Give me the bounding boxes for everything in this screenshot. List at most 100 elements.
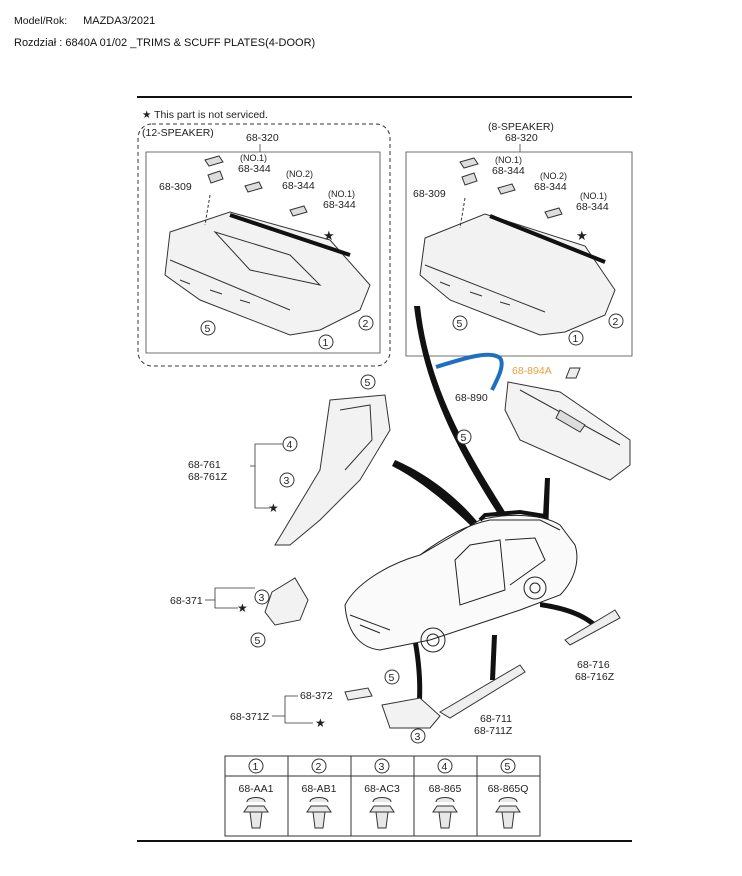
left-panel-title: (12-SPEAKER) xyxy=(142,127,214,139)
left-no2: (NO.2) xyxy=(286,169,313,179)
part-371-label: 68-371 xyxy=(170,595,203,607)
part-894a-icon xyxy=(565,367,581,379)
clip-number-circle xyxy=(311,758,327,774)
right-no2: (NO.2) xyxy=(540,171,567,181)
scuff-716-drawing xyxy=(564,609,621,646)
right-circle-5: 5 xyxy=(452,315,468,331)
clip-part-number: 68-AC3 xyxy=(364,783,400,795)
svg-text:3: 3 xyxy=(259,592,265,604)
left-star: ★ xyxy=(323,228,335,243)
trunk-circle-5: 5 xyxy=(456,429,472,445)
clip-icon xyxy=(306,797,332,829)
left-circle-5: 5 xyxy=(200,320,216,336)
section-row: Rozdział : 6840A 01/02 _TRIMS & SCUFF PL… xyxy=(14,37,315,49)
right-panel-part: 68-320 xyxy=(505,132,538,144)
svg-text:5: 5 xyxy=(461,432,467,444)
trunk-trim-drawing xyxy=(504,381,631,481)
left-no1-b: (NO.1) xyxy=(328,189,355,199)
svg-text:2: 2 xyxy=(363,318,369,330)
part-761-label: 68-761 xyxy=(188,459,221,471)
clip-cell: 2 68-AB1 xyxy=(301,758,337,829)
circle-3-371z: 3 xyxy=(410,728,426,744)
clip-part-number: 68-AA1 xyxy=(238,783,273,795)
left-panel-frame xyxy=(145,144,381,354)
clip-icon xyxy=(432,797,458,829)
part-711-label: 68-711 xyxy=(480,713,512,725)
clip-number: 3 xyxy=(379,761,385,773)
section-value: 6840A 01/02 _TRIMS & SCUFF PLATES(4-DOOR… xyxy=(65,37,316,49)
clip-icon xyxy=(495,797,521,829)
svg-text:2: 2 xyxy=(613,316,619,328)
circle-4: 4 xyxy=(282,436,298,452)
left-344-b: 68-344 xyxy=(282,180,315,192)
right-circle-2: 2 xyxy=(608,313,624,329)
clip-part-number: 68-AB1 xyxy=(301,783,336,795)
svg-text:1: 1 xyxy=(573,333,579,345)
star-371z: ★ xyxy=(315,716,326,730)
left-309: 68-309 xyxy=(159,181,192,193)
not-serviced-note: ★ This part is not serviced. xyxy=(142,109,268,121)
right-309: 68-309 xyxy=(413,188,446,200)
right-344-a: 68-344 xyxy=(492,165,525,177)
left-no1-a: (NO.1) xyxy=(240,153,267,163)
clip-number: 5 xyxy=(505,761,511,773)
right-rear-shelf-drawing xyxy=(419,157,616,336)
pillar-circle-5: 5 xyxy=(360,374,376,390)
svg-text:5: 5 xyxy=(365,377,371,389)
clip-icon xyxy=(369,797,395,829)
part-716-label: 68-716 xyxy=(577,659,610,671)
part-372-label: 68-372 xyxy=(300,690,333,702)
pillar-star: ★ xyxy=(268,501,279,515)
right-circle-1: 1 xyxy=(568,330,584,346)
clip-cell: 468-865 xyxy=(429,758,462,829)
svg-text:3: 3 xyxy=(284,475,290,487)
part-372-drawing xyxy=(344,687,373,701)
svg-text:5: 5 xyxy=(255,635,261,647)
left-panel-box xyxy=(137,123,391,367)
left-panel-part: 68-320 xyxy=(246,132,279,144)
circle-5-372: 5 xyxy=(384,669,400,685)
svg-text:5: 5 xyxy=(389,672,395,684)
svg-text:1: 1 xyxy=(323,337,329,349)
left-344-c: 68-344 xyxy=(323,199,356,211)
pillar-trim-drawing xyxy=(274,394,391,546)
star-371: ★ xyxy=(237,601,248,615)
clip-number-circle xyxy=(248,758,264,774)
clip-number: 4 xyxy=(442,761,448,773)
clip-number: 2 xyxy=(316,761,322,773)
part-761z-label: 68-761Z xyxy=(188,471,228,483)
left-rear-shelf-drawing xyxy=(164,155,371,336)
part-890-label: 68-890 xyxy=(455,392,488,404)
right-344-b: 68-344 xyxy=(534,181,567,193)
model-label: Model/Rok: xyxy=(14,15,68,27)
left-circle-1: 1 xyxy=(318,334,334,350)
clip-cell: 1 68-AA1 xyxy=(238,758,274,829)
circle-5-371: 5 xyxy=(250,632,266,648)
svg-text:3: 3 xyxy=(415,731,421,743)
car-illustration xyxy=(344,509,578,653)
right-344-c: 68-344 xyxy=(576,201,609,213)
model-row: Model/Rok: MAZDA3/2021 xyxy=(14,15,155,27)
circle-3-371: 3 xyxy=(254,589,270,605)
svg-text:5: 5 xyxy=(205,323,211,335)
svg-text:5: 5 xyxy=(457,318,463,330)
clip-cell: 5 68-865Q xyxy=(488,758,529,829)
clip-cell: 3 68-AC3 xyxy=(364,758,400,829)
clip-number-circle xyxy=(374,758,390,774)
circle-3-pillar: 3 xyxy=(279,472,295,488)
part-371z-label: 68-371Z xyxy=(230,711,270,723)
part-716z-label: 68-716Z xyxy=(575,671,615,683)
clips-table xyxy=(224,755,541,837)
right-no1-a: (NO.1) xyxy=(495,155,522,165)
clip-part-number: 68-865Q xyxy=(488,783,529,795)
left-344-a: 68-344 xyxy=(238,163,271,175)
svg-text:4: 4 xyxy=(287,439,293,451)
highlight-part-label: 68-894A xyxy=(512,365,552,377)
part-371-drawing xyxy=(264,577,309,626)
clip-number-circle xyxy=(437,758,453,774)
part-711z-label: 68-711Z xyxy=(474,725,513,737)
clip-number: 1 xyxy=(253,761,259,773)
left-circle-2: 2 xyxy=(358,315,374,331)
section-label: Rozdział : xyxy=(14,37,63,49)
